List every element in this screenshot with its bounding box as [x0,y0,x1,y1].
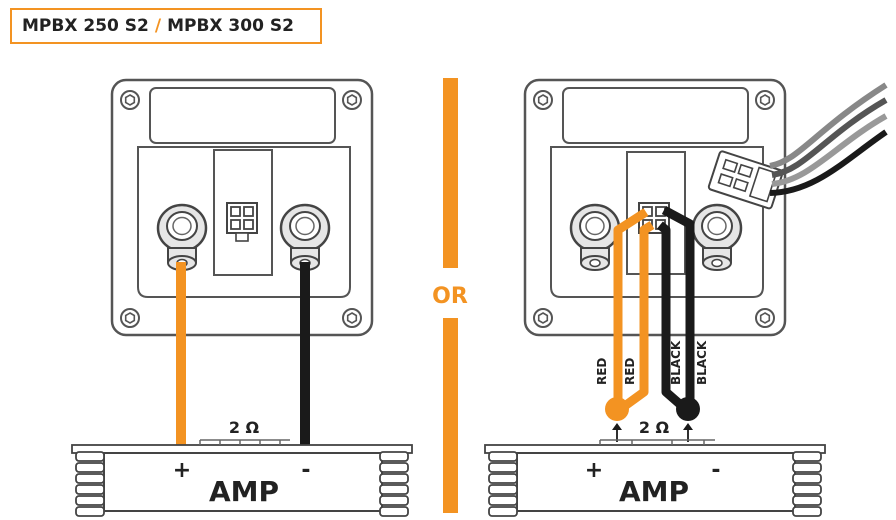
left-amp-plus-label: + [173,458,191,483]
left-amp-label: AMP [209,475,279,508]
speaker-connector-icon [226,202,258,234]
right-impedance-label: 2 Ω [639,418,670,437]
or-label: OR [432,284,468,309]
right-amp-minus-label: - [711,458,720,483]
left-impedance-label: 2 Ω [229,418,260,437]
wire-label-black-1: BLACK [669,340,683,385]
screw-icon [120,308,140,328]
screw-icon [342,308,362,328]
right-amp-label: AMP [619,475,689,508]
right-black-wires [657,206,700,421]
left-amplifier [71,439,413,517]
left-terminal-plate [110,78,374,337]
title-separator: / [154,16,162,36]
right-red-wires [605,208,655,421]
model-b-label: MPBX 300 S2 [167,16,294,36]
screw-icon [533,90,553,110]
black-speaker-wire [300,262,310,447]
screw-icon [342,90,362,110]
screw-icon [533,308,553,328]
orange-speaker-wire [176,262,186,447]
wire-label-red-2: RED [623,358,637,385]
divider-bottom [443,318,458,513]
screw-icon [755,90,775,110]
screw-icon [120,90,140,110]
right-terminal-plate [523,78,787,337]
wire-label-red-1: RED [595,358,609,385]
model-title: MPBX 250 S2 / MPBX 300 S2 [10,8,322,44]
left-amp-minus-label: - [301,458,310,483]
right-amplifier [484,439,826,517]
wire-label-black-2: BLACK [695,340,709,385]
screw-icon [755,308,775,328]
right-amp-plus-label: + [585,458,603,483]
wire-harness-plug-icon [707,82,888,210]
model-a-label: MPBX 250 S2 [22,16,149,36]
divider-top [443,78,458,268]
